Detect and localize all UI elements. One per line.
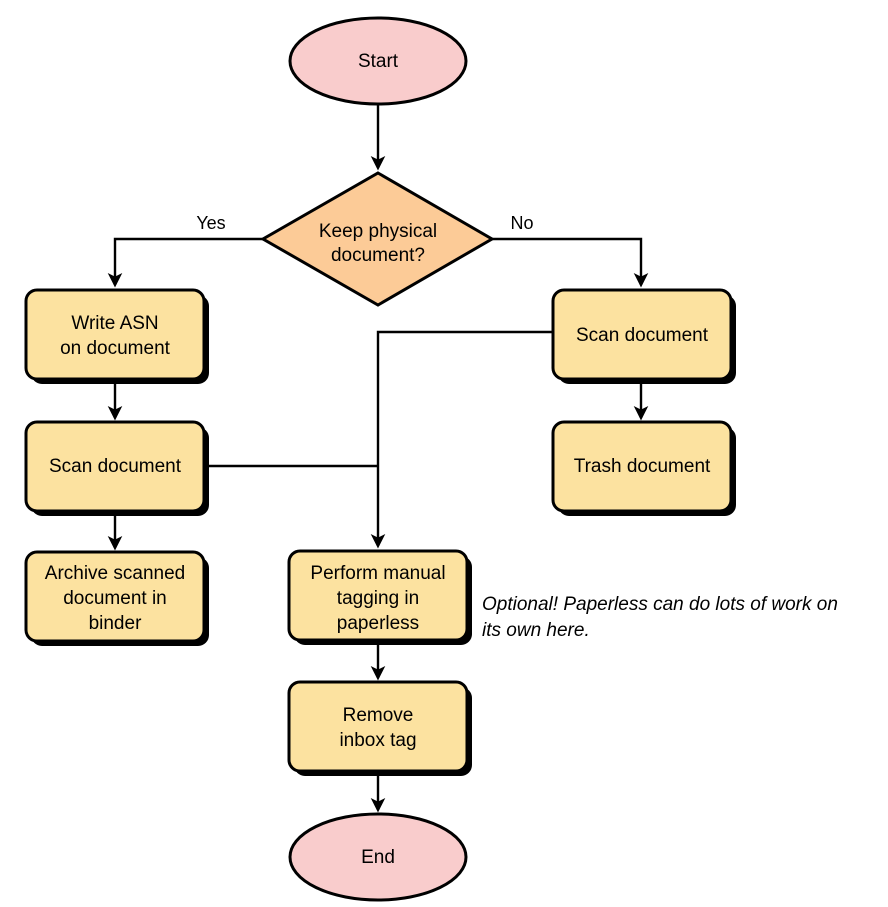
trash-box-shape[interactable] <box>551 420 733 513</box>
archive-label-line1: Archive scanned <box>45 563 185 584</box>
trash-label: Trash document <box>574 456 711 477</box>
decision-label-line1: Keep physical <box>319 221 437 242</box>
annotation-note: Optional! Paperless can do lots of work … <box>482 594 838 641</box>
node-trash[interactable]: Trash document <box>551 420 736 516</box>
edge-scan-right-to-manual-tag <box>370 330 553 549</box>
edge-label-no: No <box>510 213 533 233</box>
scan-left-box-shape[interactable] <box>24 420 206 513</box>
node-write-asn[interactable]: Write ASN on document <box>24 288 209 384</box>
write-asn-box-shape[interactable] <box>24 288 206 381</box>
scan-right-box-shape[interactable] <box>551 288 733 381</box>
manual-tag-label-line1: Perform manual <box>310 563 445 584</box>
edges-layer <box>107 104 649 813</box>
node-scan-left[interactable]: Scan document <box>24 420 209 516</box>
node-remove-inbox[interactable]: Remove inbox tag <box>287 680 472 776</box>
write-asn-label-line2: on document <box>60 338 171 359</box>
decision-diamond-shape[interactable] <box>259 171 495 307</box>
annotation-line1: Optional! Paperless can do lots of work … <box>482 594 838 615</box>
node-decision[interactable]: Keep physical document? <box>259 171 495 307</box>
write-asn-label-line1: Write ASN <box>71 313 158 334</box>
manual-tag-box-shape[interactable] <box>287 549 469 642</box>
remove-inbox-box-shape[interactable] <box>287 680 469 773</box>
end-ellipse-shape[interactable] <box>288 812 468 902</box>
scan-left-label: Scan document <box>49 456 182 477</box>
archive-box-shape[interactable] <box>24 550 206 643</box>
end-label: End <box>361 847 395 868</box>
scan-right-label: Scan document <box>576 325 709 346</box>
remove-inbox-label-line2: inbox tag <box>339 730 416 751</box>
node-manual-tag[interactable]: Perform manual tagging in paperless <box>287 549 472 645</box>
edge-decision-to-write-asn <box>107 237 263 288</box>
remove-inbox-label-line1: Remove <box>343 705 414 726</box>
decision-label-line2: document? <box>331 245 425 266</box>
node-archive[interactable]: Archive scanned document in binder <box>24 550 209 646</box>
manual-tag-label-line2: tagging in <box>337 588 419 609</box>
start-label: Start <box>358 51 399 72</box>
node-start[interactable]: Start <box>288 16 468 106</box>
annotation-line2: its own here. <box>482 620 590 641</box>
node-end[interactable]: End <box>288 812 468 902</box>
start-ellipse-shape[interactable] <box>288 16 468 106</box>
edge-label-yes: Yes <box>196 213 225 233</box>
archive-label-line3: binder <box>89 613 142 634</box>
node-scan-right[interactable]: Scan document <box>551 288 736 384</box>
archive-label-line2: document in <box>63 588 167 609</box>
edge-labels-layer: Yes No <box>196 213 533 233</box>
manual-tag-label-line3: paperless <box>337 613 419 634</box>
edge-decision-to-scan-right <box>492 237 649 288</box>
